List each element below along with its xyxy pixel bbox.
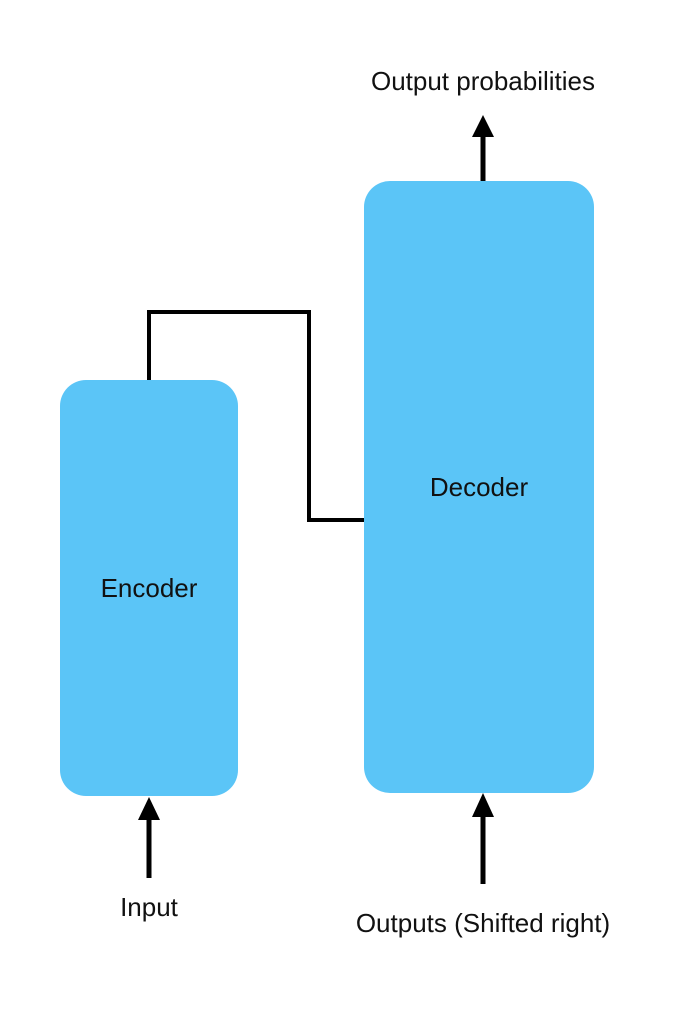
outputs-arrow-head xyxy=(472,793,494,817)
input-label: Input xyxy=(120,892,178,922)
encoder-label: Encoder xyxy=(100,572,198,603)
output-arrow-head xyxy=(472,115,494,137)
output-probabilities-label: Output probabilities xyxy=(370,66,596,96)
input-arrow-head xyxy=(138,797,160,820)
encoder-decoder-connector xyxy=(147,310,364,522)
decoder-label: Decoder xyxy=(429,471,529,502)
encoder-block: Encoder xyxy=(60,380,238,796)
decoder-block: Decoder xyxy=(364,181,594,793)
outputs-shifted-label: Outputs (Shifted right) xyxy=(355,908,611,938)
